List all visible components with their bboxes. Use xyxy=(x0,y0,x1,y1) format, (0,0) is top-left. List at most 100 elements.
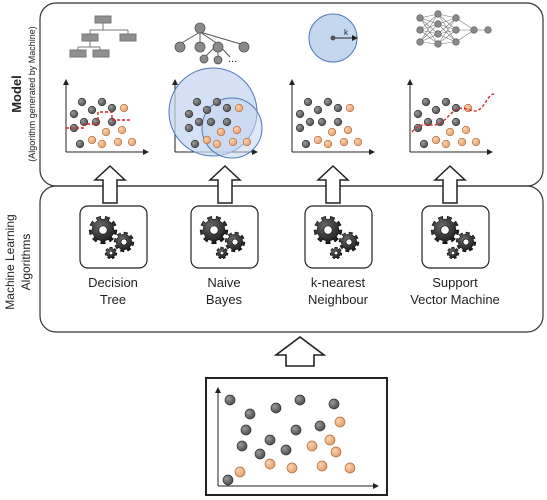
gray-data-point xyxy=(294,394,306,406)
gray-data-point xyxy=(295,123,305,133)
orange-data-point xyxy=(232,125,242,135)
up-arrow xyxy=(433,164,467,204)
gray-data-point xyxy=(423,117,433,127)
orange-data-point xyxy=(212,139,222,149)
orange-data-point xyxy=(234,466,246,478)
gray-data-point xyxy=(441,97,451,107)
gray-data-point xyxy=(451,103,461,113)
gray-data-point xyxy=(202,105,212,115)
orange-data-point xyxy=(334,416,346,428)
gray-data-point xyxy=(192,97,202,107)
gray-data-point xyxy=(222,103,232,113)
orange-data-point xyxy=(324,434,336,446)
gray-data-point xyxy=(303,97,313,107)
gray-data-point xyxy=(431,105,441,115)
gears-icon xyxy=(88,215,135,260)
gray-data-point xyxy=(419,139,429,149)
gray-data-point xyxy=(222,117,232,127)
algorithm-name-line2: Bayes xyxy=(206,292,243,307)
input-data-plot xyxy=(215,387,379,489)
gray-data-point xyxy=(224,394,236,406)
orange-data-point xyxy=(234,103,244,113)
knn-plot xyxy=(289,79,375,155)
gray-data-point xyxy=(77,97,87,107)
gray-data-point xyxy=(69,109,79,119)
orange-data-point xyxy=(101,127,111,137)
algorithm-name-line1: Support xyxy=(432,275,478,290)
gray-data-point xyxy=(323,97,333,107)
gray-data-point xyxy=(206,117,216,127)
decision-tree-boundary xyxy=(66,111,132,129)
orange-data-point xyxy=(242,137,252,147)
orange-data-point xyxy=(461,125,471,135)
gray-data-point xyxy=(222,474,234,486)
gray-data-point xyxy=(97,97,107,107)
algorithm-name-line1: Decision xyxy=(88,275,138,290)
gray-data-point xyxy=(236,440,248,452)
gray-data-point xyxy=(194,117,204,127)
orange-data-point xyxy=(441,139,451,149)
svm-plot xyxy=(407,79,493,155)
orange-data-point xyxy=(330,446,342,458)
orange-data-point xyxy=(87,135,97,145)
gray-data-point xyxy=(75,139,85,149)
data-to-algorithms-arrow xyxy=(273,336,327,367)
gray-data-point xyxy=(435,117,445,127)
up-arrow xyxy=(208,164,242,204)
gray-data-point xyxy=(107,103,117,113)
orange-data-point xyxy=(286,462,298,474)
gray-data-point xyxy=(314,420,326,432)
gray-data-point xyxy=(184,109,194,119)
knn-circle-icon: k xyxy=(308,13,358,63)
algorithms-panel-title-line1: Machine Learning xyxy=(3,214,17,309)
gray-data-point xyxy=(184,123,194,133)
gray-data-point xyxy=(87,105,97,115)
orange-data-point xyxy=(431,135,441,145)
up-arrow xyxy=(316,164,350,204)
orange-data-point xyxy=(445,127,455,137)
orange-data-point xyxy=(345,103,355,113)
gray-data-point xyxy=(305,117,315,127)
gray-data-point xyxy=(254,448,266,460)
orange-data-point xyxy=(127,137,137,147)
algorithms-panel-title-line2: Algorithms xyxy=(19,234,33,291)
gray-data-point xyxy=(333,117,343,127)
gray-data-point xyxy=(244,408,256,420)
algorithm-name-line1: Naive xyxy=(207,275,240,290)
orange-data-point xyxy=(117,125,127,135)
orange-data-point xyxy=(119,103,129,113)
gray-data-point xyxy=(317,117,327,127)
gray-data-point xyxy=(240,424,252,436)
orange-data-point xyxy=(457,137,467,147)
knn-k-label: k xyxy=(344,28,349,37)
algorithm-name-line2: Neighbour xyxy=(308,292,369,307)
gray-data-point xyxy=(301,139,311,149)
gray-data-point xyxy=(270,402,282,414)
up-arrow xyxy=(93,164,127,204)
orange-data-point xyxy=(339,137,349,147)
orange-data-point xyxy=(313,135,323,145)
orange-data-point xyxy=(343,125,353,135)
gray-data-point xyxy=(421,97,431,107)
orange-data-point xyxy=(471,137,481,147)
input-data-box xyxy=(205,377,388,496)
gray-data-point xyxy=(313,105,323,115)
algorithms-panel xyxy=(39,185,544,333)
gray-data-point xyxy=(264,434,276,446)
decision-tree-icon xyxy=(69,15,137,58)
algorithm-name-line2: Tree xyxy=(100,292,126,307)
gray-data-point xyxy=(328,398,340,410)
neural-network-icon xyxy=(416,10,492,48)
gray-data-point xyxy=(413,109,423,119)
orange-data-point xyxy=(353,137,363,147)
orange-data-point xyxy=(113,137,123,147)
gears-icon xyxy=(313,215,360,260)
orange-data-point xyxy=(344,462,356,474)
gray-data-point xyxy=(295,109,305,119)
decision-tree-plot xyxy=(63,79,149,155)
